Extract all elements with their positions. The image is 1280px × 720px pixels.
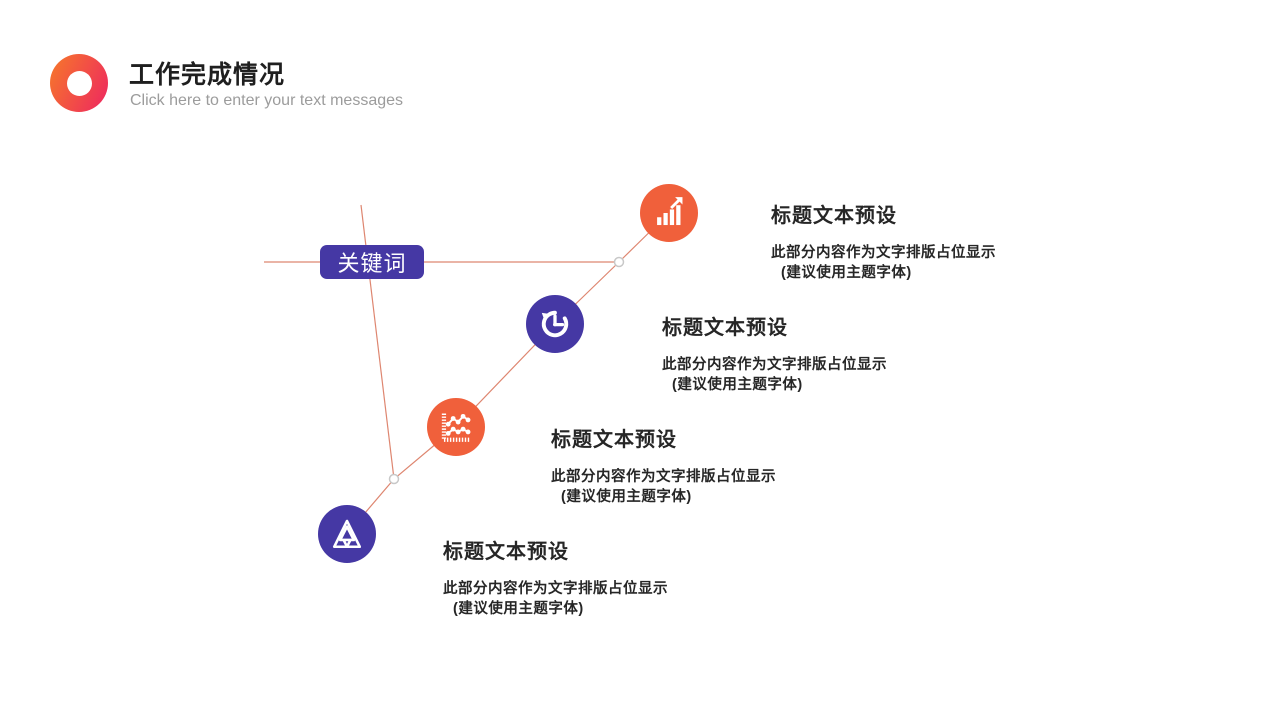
step-2-text: 标题文本预设 此部分内容作为文字排版占位显示 (建议使用主题字体) <box>662 311 887 395</box>
step-body: 此部分内容作为文字排版占位显示 (建议使用主题字体) <box>662 357 887 393</box>
step-title: 标题文本预设 <box>551 429 677 451</box>
step-title: 标题文本预设 <box>771 205 897 227</box>
step-title: 标题文本预设 <box>443 541 569 563</box>
node-step-2 <box>526 295 584 353</box>
page-title: 工作完成情况 <box>129 61 286 89</box>
step-body: 此部分内容作为文字排版占位显示 (建议使用主题字体) <box>443 581 668 617</box>
keyword-tag: 关键词 <box>320 245 424 279</box>
junction-dot <box>388 473 400 485</box>
bar-chart-growth-icon <box>652 196 686 230</box>
pyramid-triangle-icon <box>330 517 364 551</box>
node-step-3 <box>427 398 485 456</box>
header-donut-logo-icon <box>50 54 108 112</box>
page-subtitle: Click here to enter your text messages <box>130 92 404 109</box>
step-body: 此部分内容作为文字排版占位显示 (建议使用主题字体) <box>551 469 776 505</box>
line-chart-icon <box>439 410 473 444</box>
junction-dot <box>613 256 625 268</box>
step-4-text: 标题文本预设 此部分内容作为文字排版占位显示 (建议使用主题字体) <box>443 535 668 619</box>
step-body: 此部分内容作为文字排版占位显示 (建议使用主题字体) <box>771 245 996 281</box>
node-step-4 <box>318 505 376 563</box>
step-title: 标题文本预设 <box>662 317 788 339</box>
step-1-text: 标题文本预设 此部分内容作为文字排版占位显示 (建议使用主题字体) <box>771 199 996 283</box>
history-clock-icon <box>537 306 573 342</box>
node-step-1 <box>640 184 698 242</box>
step-3-text: 标题文本预设 此部分内容作为文字排版占位显示 (建议使用主题字体) <box>551 423 776 507</box>
